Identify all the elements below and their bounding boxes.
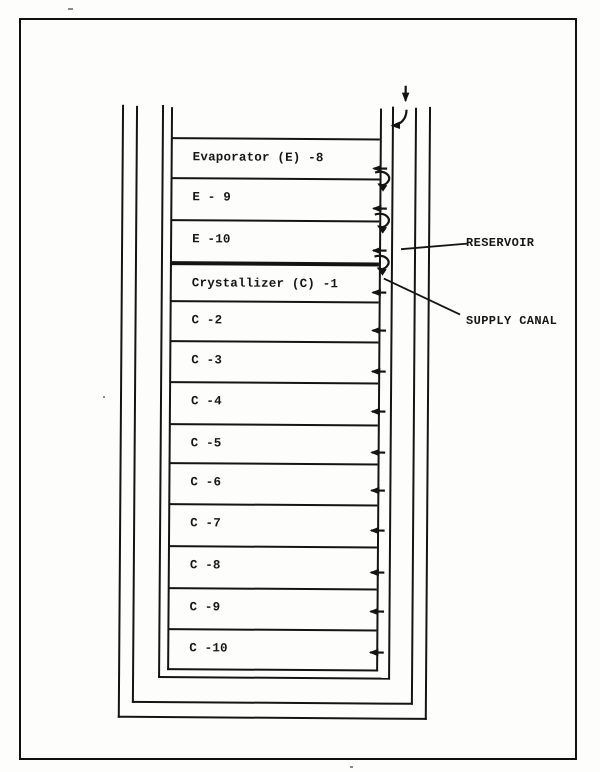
- reservoir-leader-line: [400, 242, 468, 251]
- figure-border: [19, 18, 577, 760]
- canal-cascade-arrow: [374, 212, 390, 234]
- canal-cascade-arrow: [374, 170, 391, 192]
- reservoir-label: RESERVOIR: [466, 236, 535, 250]
- canal-cascade-arrow: [374, 254, 390, 276]
- scan-speck: [68, 8, 73, 10]
- supply-canal-label: SUPPLY CANAL: [466, 314, 558, 328]
- scan-speck: [350, 766, 353, 768]
- cell-inflow-arrows: [368, 164, 388, 657]
- scan-speck: [103, 396, 105, 398]
- inlet-curve-arrow: [390, 109, 408, 130]
- supply-canal-leader-line: [383, 277, 461, 316]
- canal-cascade-arrows: [374, 170, 391, 276]
